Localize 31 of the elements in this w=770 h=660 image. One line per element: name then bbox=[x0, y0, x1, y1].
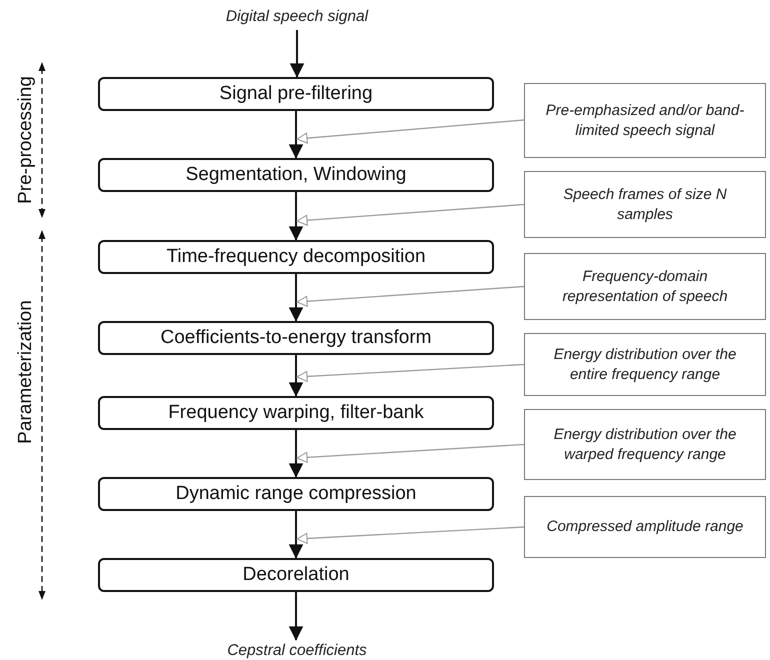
flow-text: Cepstral coefficients bbox=[200, 640, 394, 660]
annotation-box: Compressed amplitude range bbox=[524, 496, 766, 558]
arrow bbox=[289, 274, 303, 322]
annotation-box: Speech frames of size N samples bbox=[524, 171, 766, 238]
process-box: Time-frequency decomposition bbox=[98, 240, 494, 274]
process-box: Frequency warping, filter-bank bbox=[98, 396, 494, 430]
leader-line bbox=[296, 119, 524, 144]
phase-label: Parameterization bbox=[14, 300, 37, 444]
arrow bbox=[289, 592, 303, 640]
annotation-box: Energy distribution over the warped frequency range bbox=[524, 409, 766, 480]
phase-label: Pre-processing bbox=[14, 76, 37, 204]
arrow bbox=[289, 111, 303, 158]
leader-line bbox=[296, 526, 524, 544]
process-box: Segmentation, Windowing bbox=[98, 158, 494, 192]
arrow bbox=[289, 430, 303, 478]
leader-line bbox=[296, 286, 524, 307]
arrow bbox=[289, 355, 303, 396]
annotation-box: Pre-emphasized and/or band-limited speech signal bbox=[524, 83, 766, 158]
process-box: Signal pre-filtering bbox=[98, 77, 494, 111]
leader-line bbox=[296, 444, 524, 463]
annotation-box: Energy distribution over the entire frequency range bbox=[524, 333, 766, 396]
flow-text: Digital speech signal bbox=[200, 4, 394, 30]
process-box: Coefficients-to-energy transform bbox=[98, 321, 494, 355]
process-box: Dynamic range compression bbox=[98, 477, 494, 511]
leader-line bbox=[296, 364, 524, 382]
leader-line bbox=[296, 204, 524, 226]
arrow bbox=[289, 511, 303, 558]
process-box: Decorelation bbox=[98, 558, 494, 592]
arrow bbox=[289, 192, 303, 240]
annotation-box: Frequency-domain representation of speech bbox=[524, 253, 766, 320]
arrow bbox=[290, 30, 304, 78]
